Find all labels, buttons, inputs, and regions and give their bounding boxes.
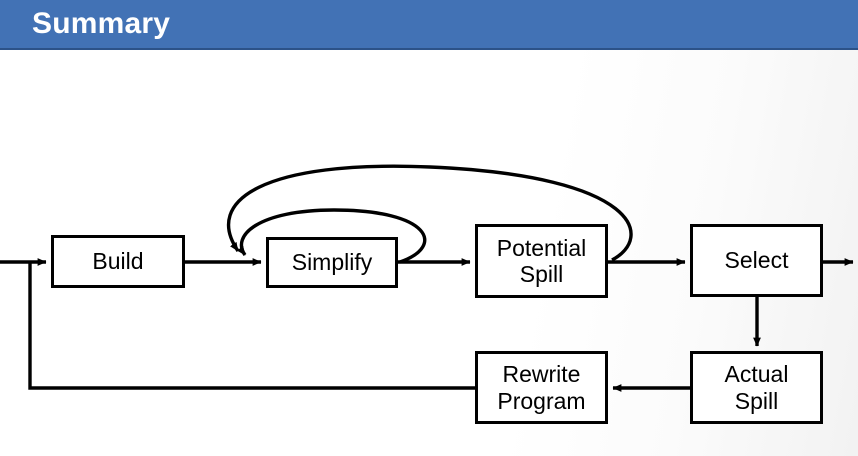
edge-simplify-self-loop: [236, 208, 427, 264]
edge-potential-spill-to-simplify: [226, 164, 633, 262]
node-actual-spill-label-line1: Actual: [724, 361, 789, 388]
node-simplify-label: Simplify: [291, 249, 373, 276]
node-potential-spill-label-line1: Potential: [496, 234, 587, 261]
node-build[interactable]: Build: [51, 235, 185, 288]
node-rewrite-program[interactable]: Rewrite Program: [475, 351, 608, 424]
slide-title-bar: Summary: [0, 0, 858, 50]
page-title: Summary: [32, 7, 171, 40]
node-actual-spill-label-line2: Spill: [734, 387, 779, 414]
node-build-label: Build: [92, 248, 144, 275]
node-rewrite-program-label-line1: Rewrite: [502, 361, 581, 388]
node-potential-spill-label-line2: Spill: [519, 261, 564, 287]
node-simplify[interactable]: Simplify: [266, 237, 398, 288]
node-select-label: Select: [724, 247, 789, 274]
node-potential-spill[interactable]: Potential Spill: [475, 224, 608, 298]
node-actual-spill[interactable]: Actual Spill: [690, 351, 823, 424]
edge-rewrite-program-to-build: [28, 262, 475, 390]
node-select[interactable]: Select: [690, 224, 823, 297]
node-rewrite-program-label-line2: Program: [497, 387, 586, 414]
